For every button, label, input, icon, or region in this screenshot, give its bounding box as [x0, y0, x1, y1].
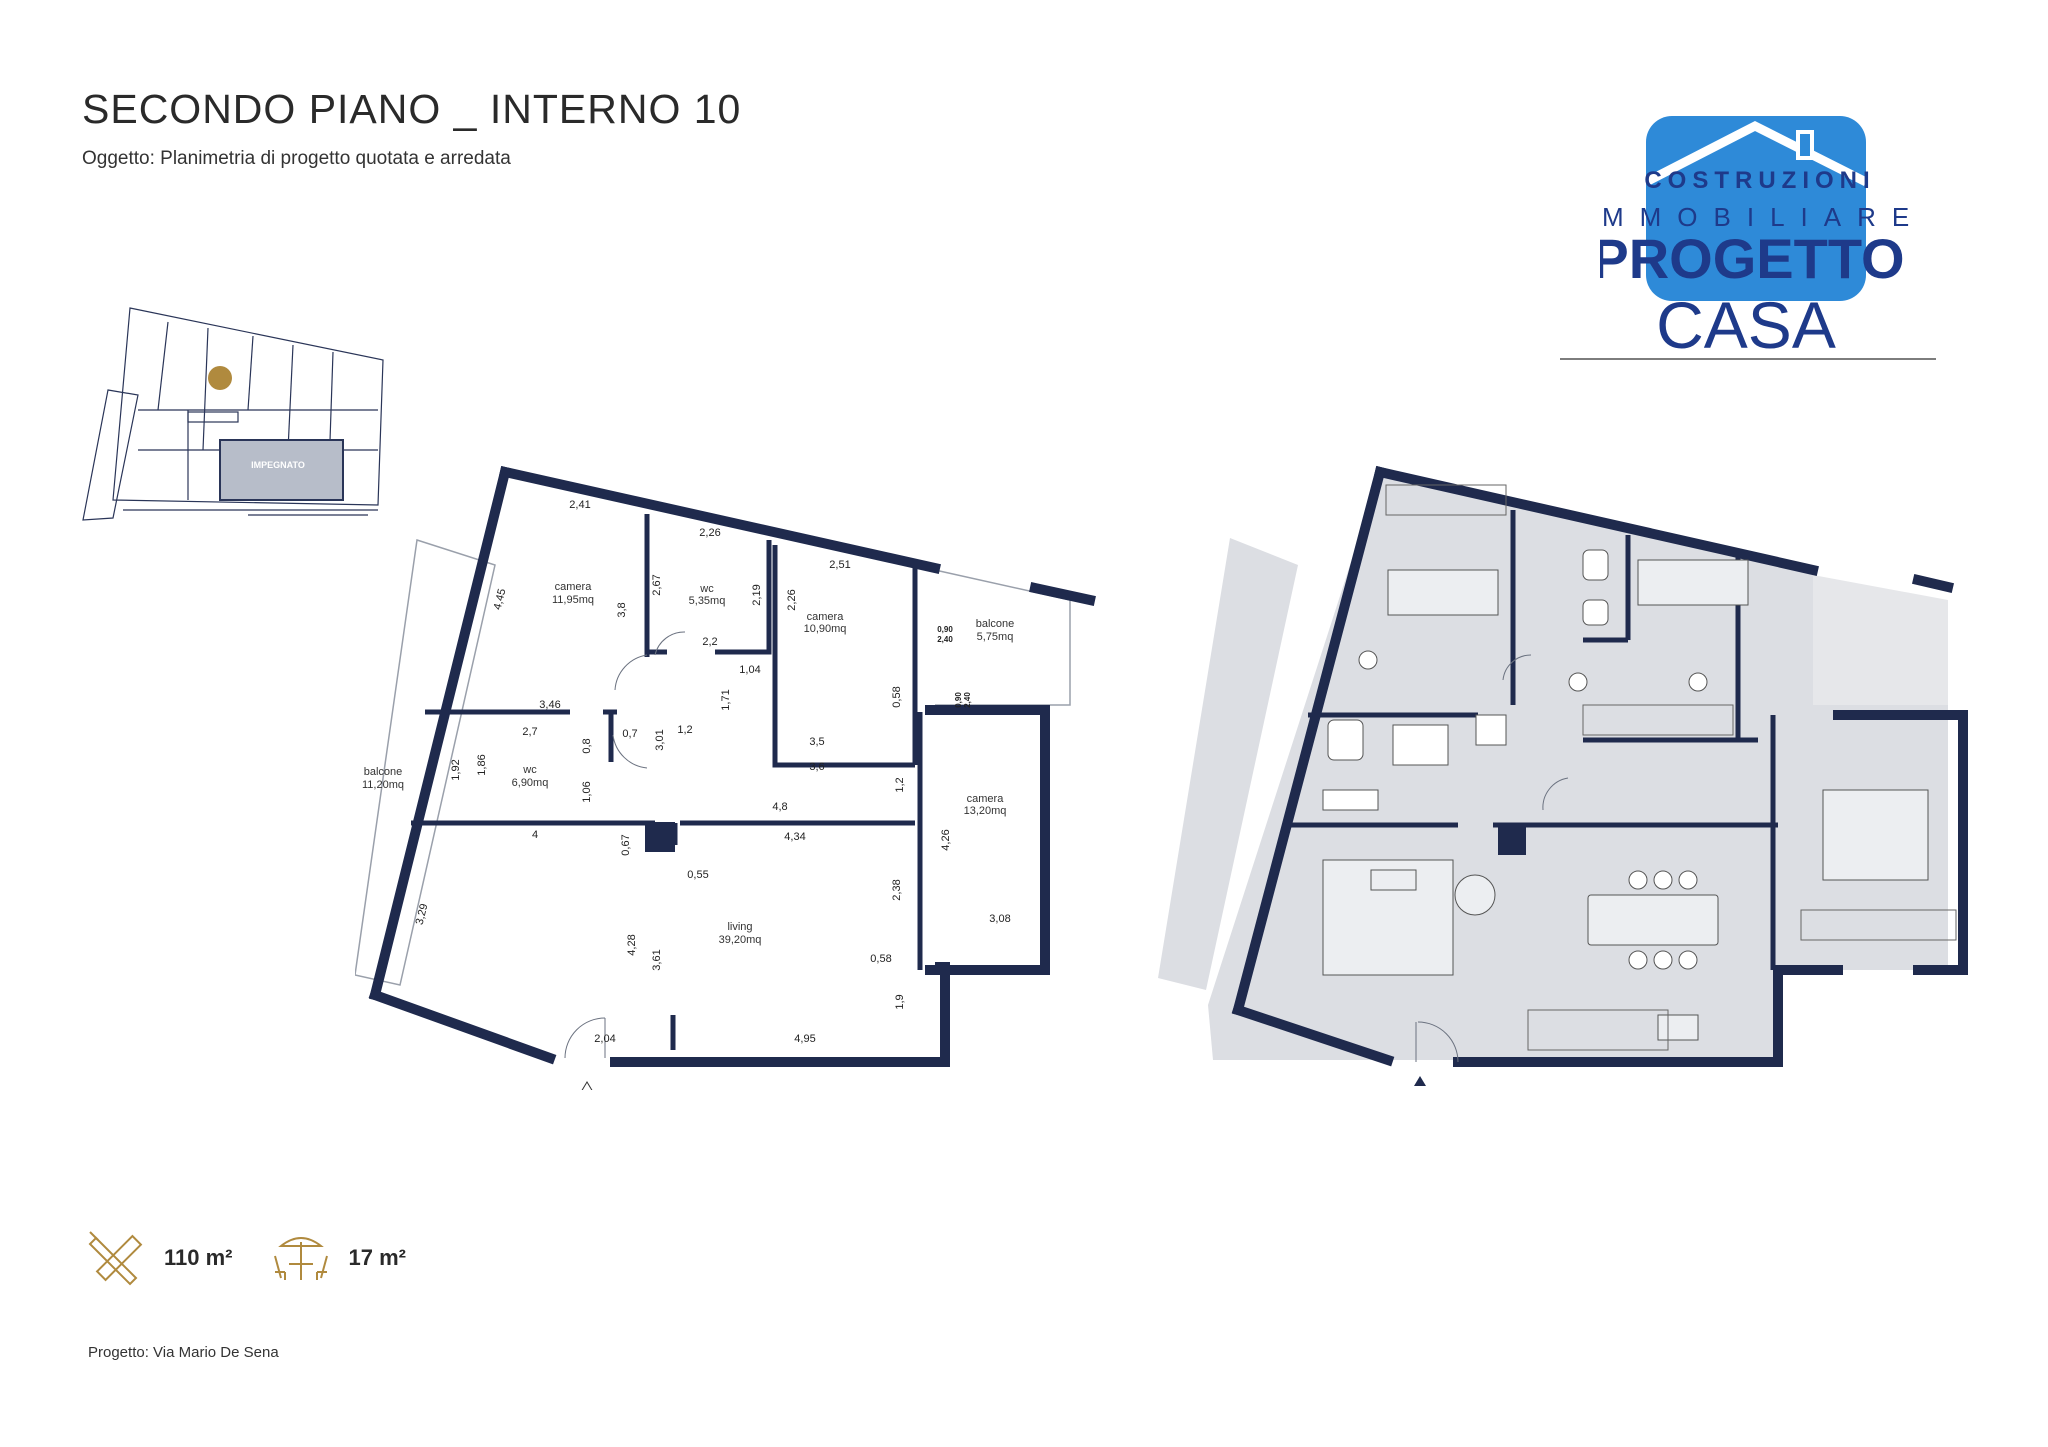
keyplan-label: IMPEGNATO [251, 460, 305, 470]
dimension-label: 4,34 [784, 831, 805, 843]
room-area: 6,90mq [512, 777, 549, 789]
dimension-label: 3,5 [809, 736, 824, 748]
dimension-label: 3,29 [414, 902, 431, 926]
room-area: 5,35mq [689, 595, 726, 607]
dimension-label: 1,9 [894, 994, 906, 1009]
room-name: balcone [976, 618, 1015, 630]
key-plan: IMPEGNATO [82, 307, 384, 521]
dimension-label: 2,38 [891, 879, 903, 900]
dimension-label: 1,86 [476, 754, 488, 775]
dimension-label: 0,90 [937, 625, 953, 634]
dimension-label: 3,61 [651, 949, 663, 970]
dimension-label: 3,8 [616, 602, 628, 617]
company-logo: COSTRUZIONI IMMOBILIARE PROGETTO CASA [1600, 116, 1925, 362]
dimension-label: 4,26 [940, 829, 952, 850]
dimension-label: 1,71 [720, 689, 732, 710]
dimension-label: 4,8 [772, 801, 787, 813]
room-name: wc [699, 583, 714, 595]
stats-bar: 110 m² 17 m² [86, 1228, 444, 1288]
room-name: camera [967, 793, 1005, 805]
dimension-label: 1,04 [739, 664, 760, 676]
logo-line4: CASA [1656, 288, 1836, 362]
room-name: wc [522, 764, 537, 776]
dimension-label: 2,26 [699, 527, 720, 539]
room-area: 10,90mq [804, 623, 847, 635]
dimension-label: 1,2 [677, 724, 692, 736]
room-area: 39,20mq [719, 934, 762, 946]
dimension-label: 0,8 [581, 738, 593, 753]
page-title: SECONDO PIANO _ INTERNO 10 [82, 86, 742, 132]
dimension-label: 3,46 [539, 699, 560, 711]
dimension-label: 4,28 [626, 934, 638, 955]
dimension-label: 0,58 [891, 686, 903, 707]
dimension-label: 2,40 [963, 692, 972, 708]
dimension-label: 2,67 [651, 574, 663, 595]
dimension-label: 2,41 [569, 499, 590, 511]
dimension-label: 2,2 [702, 636, 717, 648]
stat-area-value: 110 m² [164, 1245, 233, 1270]
project-footer: Progetto: Via Mario De Sena [88, 1344, 279, 1361]
dimension-label: 0,55 [687, 869, 708, 881]
logo-divider [1560, 358, 1936, 360]
dimension-label: 4,95 [794, 1033, 815, 1045]
dimension-label: 0,7 [622, 728, 637, 740]
logo-line1: COSTRUZIONI [1644, 167, 1875, 194]
dimension-label: 1,2 [894, 777, 906, 792]
dimension-label: 2,40 [937, 635, 953, 644]
dimension-label: 4,45 [492, 587, 509, 611]
dimension-label: 0,58 [870, 953, 891, 965]
logo-line2: IMMOBILIARE [1600, 202, 1925, 232]
room-name: balcone [364, 766, 403, 778]
terrace-table-icon [273, 1237, 328, 1280]
dimension-label: 2,19 [751, 584, 763, 605]
dimension-label: 3,08 [989, 913, 1010, 925]
dimension-label: 2,26 [786, 589, 798, 610]
room-area: 11,20mq [362, 779, 404, 791]
dimension-label: 0,90 [954, 692, 963, 708]
dimension-label: 3,6 [809, 761, 824, 773]
dimensioned-floor-plan: camera 11,95mq wc 5,35mq camera 10,90mq … [355, 465, 1096, 1090]
dimension-label: 0,67 [620, 834, 632, 855]
room-name: camera [555, 581, 593, 593]
dimension-label: 1,92 [450, 759, 462, 780]
page-subtitle: Oggetto: Planimetria di progetto quotata… [82, 148, 511, 169]
dimension-label: 2,7 [522, 726, 537, 738]
dimension-label: 4 [532, 829, 538, 841]
ruler-pencil-icon [88, 1231, 143, 1286]
room-area: 11,95mq [552, 594, 594, 606]
dimension-label: 1,06 [581, 781, 593, 802]
room-area: 5,75mq [977, 631, 1014, 643]
furnished-floor-plan [1158, 465, 1968, 1086]
room-name: living [727, 921, 752, 933]
stat-terrace-value: 17 m² [348, 1245, 406, 1270]
dimension-label: 2,04 [594, 1033, 615, 1045]
room-area: 13,20mq [964, 805, 1007, 817]
logo-line3: PROGETTO [1600, 227, 1905, 290]
dimension-label: 3,01 [654, 729, 666, 750]
dimension-label: 2,51 [829, 559, 850, 571]
room-name: camera [807, 611, 845, 623]
